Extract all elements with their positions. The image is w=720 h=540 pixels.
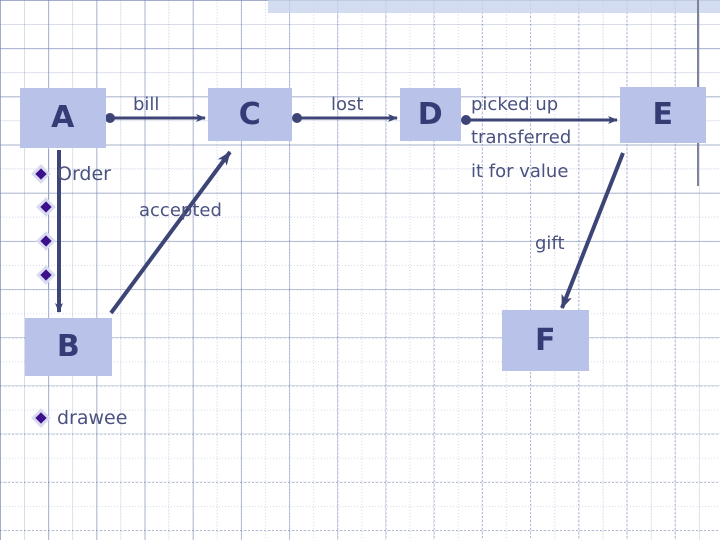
node-f-label: F — [535, 322, 556, 358]
node-b[interactable]: B — [25, 318, 112, 376]
node-d[interactable]: D — [400, 88, 461, 141]
node-c[interactable]: C — [208, 88, 292, 141]
edge-label-transferred: transferred — [471, 127, 572, 148]
edge-label-accepted: accepted — [139, 200, 222, 221]
node-c-label: C — [238, 96, 262, 132]
diamond-bullet-icon-2 — [38, 199, 54, 215]
edge-label-it-for-value: it for value — [471, 161, 569, 182]
node-e[interactable]: E — [620, 87, 706, 143]
node-e-label: E — [652, 97, 674, 132]
node-d-label: D — [417, 96, 444, 132]
node-a[interactable]: A — [20, 88, 106, 148]
bullet-item-order-label: Order — [57, 163, 111, 185]
edge-label-gift: gift — [535, 233, 565, 254]
edge-label-lost: lost — [331, 94, 364, 115]
node-b-label: B — [56, 329, 81, 364]
bullet-guide-line — [48, 150, 49, 290]
bullet-item-drawee: drawee — [33, 407, 127, 429]
diamond-bullet-icon — [33, 410, 49, 426]
diamond-bullet-icon-4 — [38, 267, 54, 283]
bullet-item-drawee-label: drawee — [57, 407, 128, 429]
edge-label-bill: bill — [133, 94, 160, 115]
edge-label-picked-up: picked up — [471, 94, 559, 115]
node-f[interactable]: F — [502, 310, 589, 371]
diamond-bullet-icon — [33, 166, 49, 182]
node-a-label: A — [51, 100, 75, 135]
diamond-bullet-icon-3 — [38, 233, 54, 249]
bullet-item-order: Order — [33, 163, 111, 185]
top-accent-band — [268, 0, 720, 13]
